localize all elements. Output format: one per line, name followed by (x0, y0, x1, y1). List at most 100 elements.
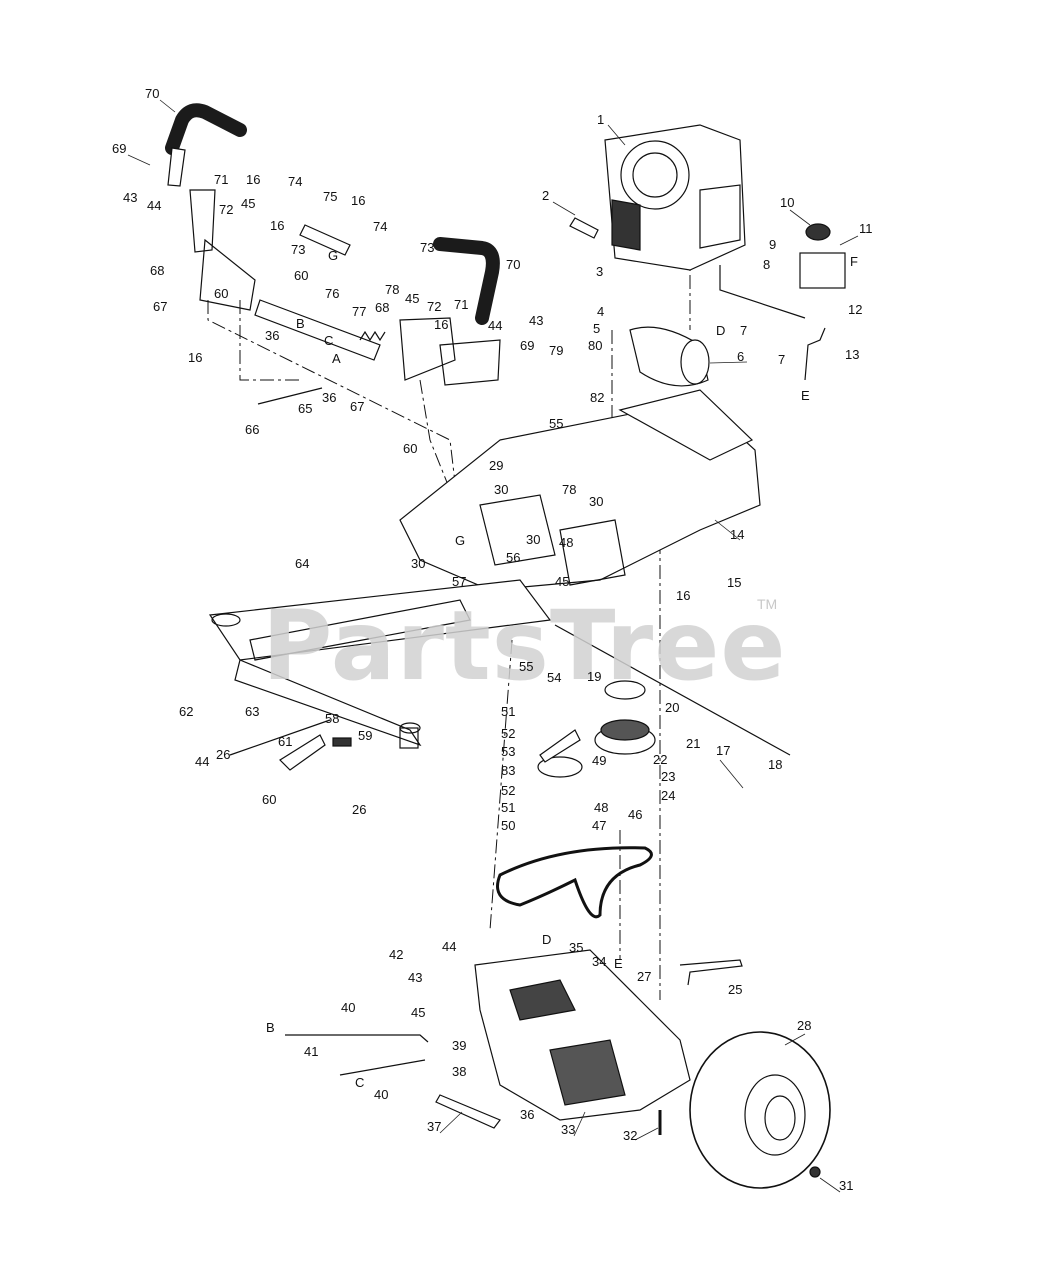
part-callout: 54 (547, 670, 562, 685)
shifter-58 (279, 734, 326, 771)
part-callout: 43 (408, 970, 423, 985)
part-callout: 43 (529, 313, 544, 328)
part-callout: 26 (352, 802, 367, 817)
part-callout: 36 (322, 390, 337, 405)
part-callout: 70 (145, 86, 160, 101)
part-callout: 44 (195, 754, 210, 769)
fuel-cap (805, 223, 831, 241)
part-callout: 52 (501, 783, 516, 798)
part-callout: 30 (494, 482, 509, 497)
left-control-bracket (189, 189, 256, 311)
part-callout: 45 (555, 574, 570, 589)
part-callout: 25 (728, 982, 743, 997)
part-callout: 57 (452, 574, 467, 589)
rear-wheel (689, 1031, 831, 1189)
part-callout: E (801, 388, 810, 403)
bracket-25 (679, 959, 743, 986)
rod-63 (229, 719, 331, 756)
part-callout: 41 (304, 1044, 319, 1059)
part-callout: 70 (506, 257, 521, 272)
part-callout: 44 (442, 939, 457, 954)
part-callout: 16 (270, 218, 285, 233)
part-callout: F (850, 254, 858, 269)
bracket-37 (435, 1094, 501, 1129)
pulley-49 (537, 756, 583, 778)
part-callout: 48 (559, 535, 574, 550)
part-callout: 40 (374, 1087, 389, 1102)
part-callout: 75 (323, 189, 338, 204)
engine (604, 124, 746, 271)
shaft-76 (254, 299, 381, 361)
part-callout: 6 (737, 349, 745, 364)
part-callout: 47 (592, 818, 607, 833)
part-callout: 40 (341, 1000, 356, 1015)
part-callout: 50 (501, 818, 516, 833)
part-callout: 72 (219, 202, 234, 217)
part-callout: 55 (549, 416, 564, 431)
part-callout: 44 (147, 198, 162, 213)
plate-20 (604, 680, 646, 700)
part-callout: 71 (214, 172, 229, 187)
part-callout: 16 (246, 172, 261, 187)
part-callout: 64 (295, 556, 310, 571)
part-callout: 48 (594, 800, 609, 815)
part-callout: 69 (112, 141, 127, 156)
part-callout: E (614, 956, 623, 971)
part-callout: 1 (597, 112, 605, 127)
part-callout: B (266, 1020, 275, 1035)
part-callout: C (355, 1075, 365, 1090)
part-callout: 45 (411, 1005, 426, 1020)
part-callout: 38 (452, 1064, 467, 1079)
part-callout: 78 (562, 482, 577, 497)
fitting-2 (569, 217, 599, 239)
part-callout: 29 (489, 458, 504, 473)
part-callout: 60 (403, 441, 418, 456)
right-control-bracket (399, 317, 501, 386)
part-callout: 16 (351, 193, 366, 208)
part-callout: 27 (637, 969, 652, 984)
part-callout: 51 (501, 704, 516, 719)
part-callout: 16 (676, 588, 691, 603)
part-callout: 45 (405, 291, 420, 306)
part-callout: 26 (216, 747, 231, 762)
part-callout: 23 (661, 769, 676, 784)
rod-65 (257, 387, 323, 405)
part-callout: 24 (661, 788, 676, 803)
part-callout: 68 (375, 300, 390, 315)
fuel-tank (799, 252, 846, 289)
part-callout: 11 (859, 221, 873, 236)
part-callout: 60 (262, 792, 277, 807)
part-callout: 71 (454, 297, 469, 312)
fuel-line-8 (719, 265, 806, 319)
rod-40-upper (285, 1034, 429, 1043)
part-callout: 39 (452, 1038, 467, 1053)
muffler (629, 326, 710, 387)
part-callout: 36 (265, 328, 280, 343)
part-callout: 13 (845, 347, 860, 362)
part-callout: 55 (519, 659, 534, 674)
rod-17 (554, 624, 791, 756)
part-callout: 51 (501, 800, 516, 815)
part-callout: 7 (778, 352, 786, 367)
part-callout: 43 (123, 190, 138, 205)
watermark-trademark: TM (757, 596, 778, 612)
part-callout: 12 (848, 302, 863, 317)
part-callout: 67 (350, 399, 365, 414)
part-callout: 7 (740, 323, 748, 338)
part-callout: 30 (589, 494, 604, 509)
part-callout: 31 (839, 1178, 854, 1193)
spring-77 (359, 330, 386, 342)
part-callout: 36 (520, 1107, 535, 1122)
part-callout: 62 (179, 704, 194, 719)
leader-lines (127, 99, 859, 1193)
part-callout: 73 (291, 242, 306, 257)
part-callout: B (296, 316, 305, 331)
part-callout: 16 (188, 350, 203, 365)
shaft-75 (299, 224, 351, 256)
clutch-21 (594, 719, 656, 755)
part-callout: 49 (592, 753, 607, 768)
part-callout: 83 (501, 763, 516, 778)
part-callout: 60 (294, 268, 309, 283)
part-callout: 18 (768, 757, 783, 772)
part-callout: 78 (385, 282, 400, 297)
